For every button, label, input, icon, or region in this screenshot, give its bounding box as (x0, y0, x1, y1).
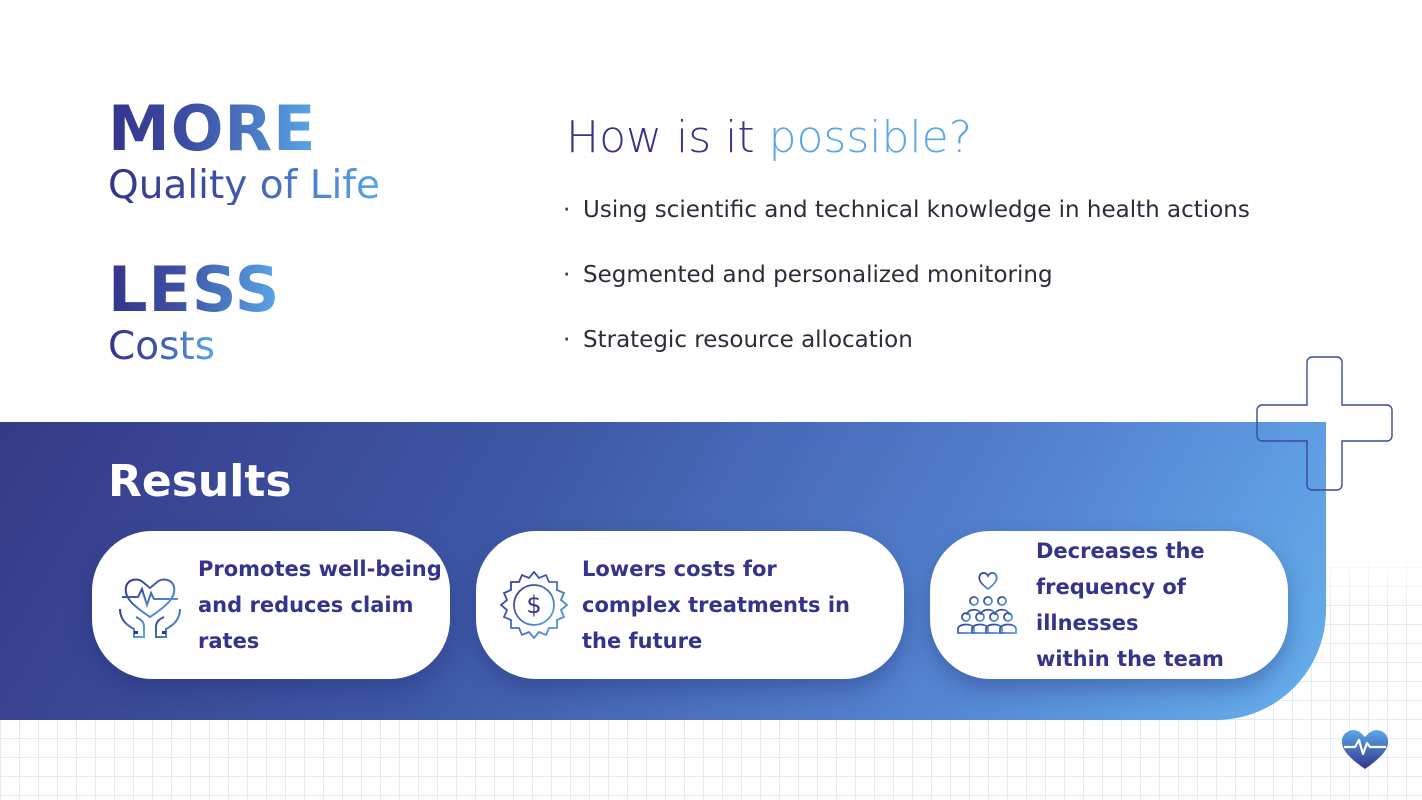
card-line: Promotes well-being (198, 557, 442, 581)
result-card-illness: Decreases the frequency of illnesses wit… (930, 531, 1288, 679)
card-line: frequency of illnesses (1036, 575, 1186, 635)
results-title: Results (108, 456, 292, 507)
list-item: ·Strategic resource allocation (563, 327, 913, 353)
bullet-list: ·Using scientific and technical knowledg… (563, 194, 1250, 389)
card-line: Lowers costs for (582, 557, 777, 581)
plus-outline-icon (1256, 356, 1393, 491)
card-text: Promotes well-being and reduces claim ra… (198, 551, 442, 659)
result-card-wellbeing: Promotes well-being and reduces claim ra… (92, 531, 450, 679)
more-block: MORE Quality of Life (108, 92, 381, 208)
title-part-1: How is it (566, 112, 769, 163)
bullet-text: Using scientific and technical knowledge… (583, 197, 1250, 223)
card-line: complex treatments in (582, 593, 851, 617)
dollar-badge-icon: $ (499, 570, 569, 640)
page-title: How is it possible? (566, 112, 972, 163)
svg-text:$: $ (526, 591, 541, 619)
costs-label: Costs (108, 324, 216, 369)
quality-of-life-label: Quality of Life (108, 163, 381, 208)
bullet-text: Strategic resource allocation (583, 327, 913, 353)
less-heading: LESS (108, 253, 281, 326)
result-card-costs: $ Lowers costs for complex treatments in… (476, 531, 904, 679)
bullet-text: Segmented and personalized monitoring (583, 262, 1053, 288)
more-heading: MORE (108, 92, 317, 165)
card-line: within the team (1036, 647, 1224, 671)
title-part-2: possible? (768, 112, 973, 163)
team-heart-icon (957, 571, 1017, 634)
list-item: ·Using scientific and technical knowledg… (563, 197, 1250, 223)
card-text: Decreases the frequency of illnesses wit… (1036, 533, 1288, 677)
list-item: ·Segmented and personalized monitoring (563, 262, 1053, 288)
card-line: the future (582, 629, 703, 653)
card-text: Lowers costs for complex treatments in t… (582, 551, 850, 659)
heart-hands-icon (119, 578, 181, 638)
card-line: Decreases the (1036, 539, 1205, 563)
heartbeat-logo-icon (1341, 730, 1389, 769)
card-line: rates (198, 629, 260, 653)
less-block: LESS Costs (108, 253, 281, 369)
card-line: and reduces claim (198, 593, 414, 617)
